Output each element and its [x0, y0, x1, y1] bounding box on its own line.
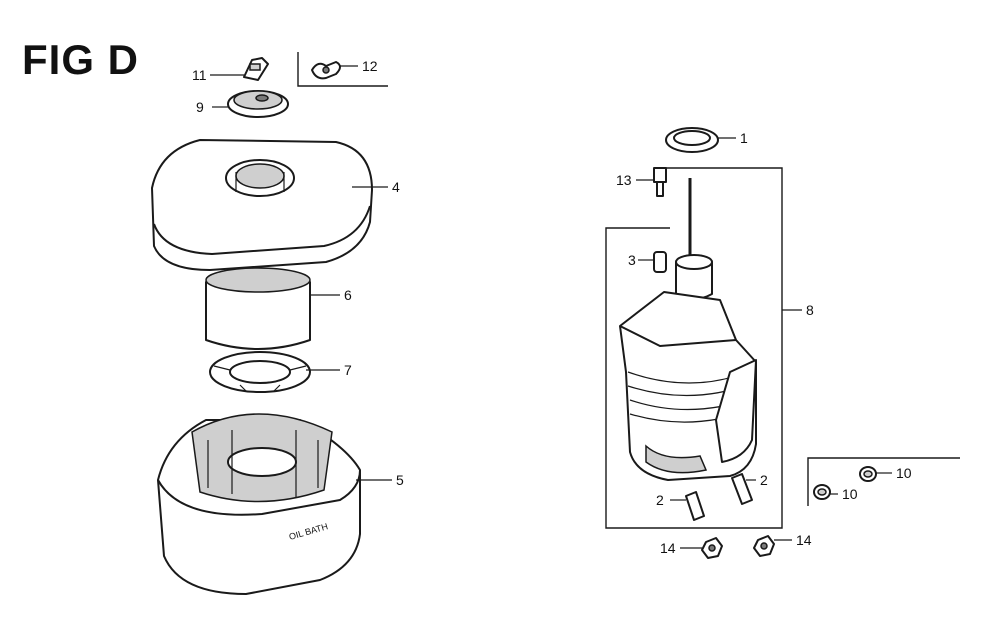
- figure-title: FIG D: [22, 36, 139, 83]
- part-3-pin: [653, 251, 667, 273]
- callout-8: 8: [806, 302, 814, 318]
- callout-4: 4: [392, 179, 400, 195]
- callout-5: 5: [396, 472, 404, 488]
- part-2-fitting-a: [685, 491, 705, 521]
- callout-11: 11: [192, 67, 207, 83]
- part-10-grommet-b: [813, 484, 831, 500]
- part-11-bolt: [243, 57, 269, 81]
- part-5-case: OIL BATH: [157, 413, 361, 595]
- callout-10a: 10: [896, 465, 912, 481]
- bracket-10: [807, 457, 960, 506]
- part-7-gasket: [209, 351, 311, 393]
- callout-10b: 10: [842, 486, 858, 502]
- callout-12: 12: [362, 58, 378, 74]
- callout-9: 9: [196, 99, 204, 115]
- callout-3: 3: [628, 252, 636, 268]
- part-14-nut-a: [701, 537, 723, 559]
- part-14-nut-b: [753, 535, 775, 557]
- part-6-filter-element: [205, 267, 311, 350]
- callout-6: 6: [344, 287, 352, 303]
- part-8-fuel-tank: [619, 178, 757, 481]
- part-4-cover: [151, 139, 373, 271]
- part-2-fitting-b: [731, 473, 753, 505]
- callout-13: 13: [616, 172, 632, 188]
- part-9-cap: [227, 90, 289, 118]
- callout-2b: 2: [760, 472, 768, 488]
- callout-1: 1: [740, 130, 748, 146]
- callout-2a: 2: [656, 492, 664, 508]
- part-13-screw: [653, 167, 667, 197]
- part-1-seal-ring: [665, 127, 719, 153]
- bracket-8: [605, 167, 783, 529]
- bracket-12: [297, 52, 388, 87]
- callout-14a: 14: [660, 540, 676, 556]
- part-12-wing-nut: [311, 61, 341, 80]
- callout-14b: 14: [796, 532, 812, 548]
- callout-7: 7: [344, 362, 352, 378]
- part-10-grommet-a: [859, 466, 877, 482]
